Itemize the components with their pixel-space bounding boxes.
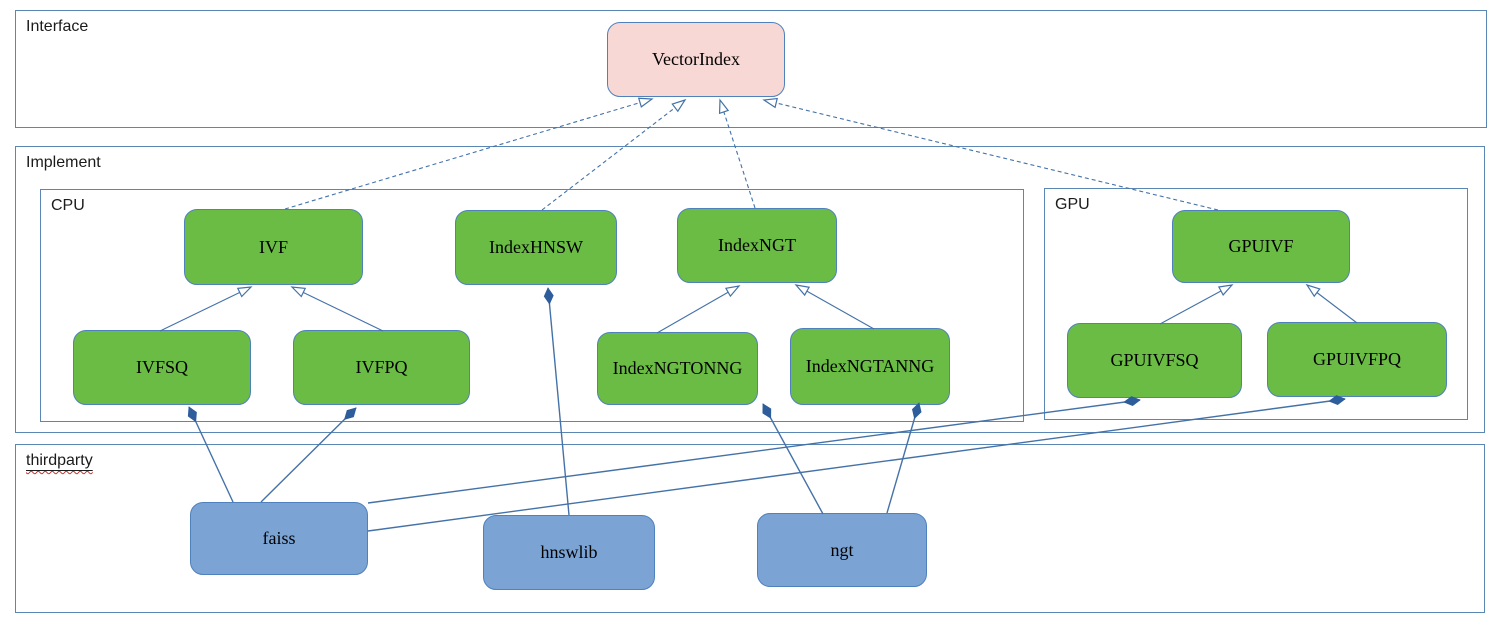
node-hnswlib: hnswlib xyxy=(483,515,655,590)
node-ngt: ngt xyxy=(757,513,927,587)
node-gpuivf: GPUIVF xyxy=(1172,210,1350,283)
node-indexngt: IndexNGT xyxy=(677,208,837,283)
node-gpuivfpq: GPUIVFPQ xyxy=(1267,322,1447,397)
container-interface-label: Interface xyxy=(26,18,89,35)
container-implement-label: Implement xyxy=(26,154,101,171)
node-vectorindex: VectorIndex xyxy=(607,22,785,97)
container-thirdparty-label: thirdparty xyxy=(26,452,93,469)
node-faiss: faiss xyxy=(190,502,368,575)
node-indexngtonng: IndexNGTONNG xyxy=(597,332,758,405)
node-indexngtanng: IndexNGTANNG xyxy=(790,328,950,405)
node-indexhnsw: IndexHNSW xyxy=(455,210,617,285)
container-gpu-label: GPU xyxy=(1055,196,1090,213)
node-ivfpq: IVFPQ xyxy=(293,330,470,405)
node-gpuivfsq: GPUIVFSQ xyxy=(1067,323,1242,398)
container-cpu-label: CPU xyxy=(51,197,85,214)
node-ivfsq: IVFSQ xyxy=(73,330,251,405)
node-ivf: IVF xyxy=(184,209,363,285)
